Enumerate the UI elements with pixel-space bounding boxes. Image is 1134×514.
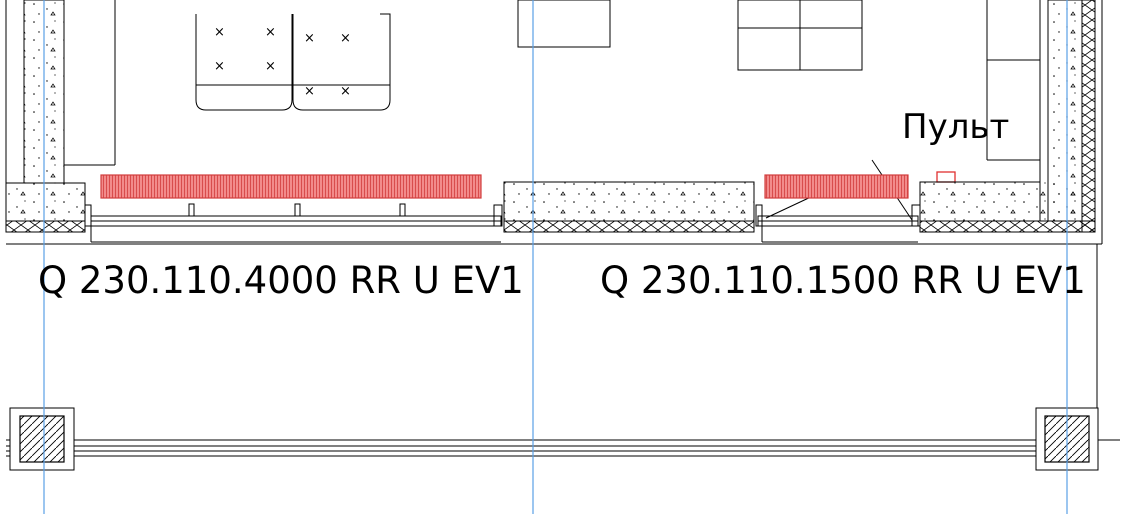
- window-sill-right: [755, 159, 921, 243]
- heater-model-label-right: Q 230.110.1500 RR U EV1: [600, 259, 1086, 302]
- svg-text:×: ×: [340, 84, 351, 99]
- right-wall: [6, 0, 1103, 420]
- shelving: [986, 0, 1040, 161]
- column-left: [9, 407, 75, 471]
- remote-control-label: Пульт: [902, 107, 1010, 147]
- svg-text:×: ×: [214, 59, 225, 74]
- heater-model-label-left: Q 230.110.4000 RR U EV1: [38, 259, 524, 302]
- bottom-beam: [6, 439, 1120, 457]
- floor-heater-left: [100, 174, 482, 199]
- svg-text:×: ×: [265, 25, 276, 40]
- remote-control-marker: [936, 171, 956, 183]
- wall-segment-middle: [503, 181, 755, 233]
- left-wall: [5, 0, 116, 184]
- svg-text:×: ×: [265, 59, 276, 74]
- table: [517, 0, 611, 48]
- window-sill-left: [90, 203, 503, 243]
- svg-text:×: ×: [304, 84, 315, 99]
- grid-axes: [43, 0, 1068, 514]
- armchair-right: × × × ×: [292, 13, 391, 111]
- wall-segment-left: [5, 182, 92, 233]
- floor-heater-right: [764, 174, 909, 199]
- svg-text:×: ×: [304, 31, 315, 46]
- armchair-left: × × × ×: [195, 14, 293, 111]
- cabinet: [737, 0, 863, 71]
- svg-text:×: ×: [214, 25, 225, 40]
- svg-text:×: ×: [340, 31, 351, 46]
